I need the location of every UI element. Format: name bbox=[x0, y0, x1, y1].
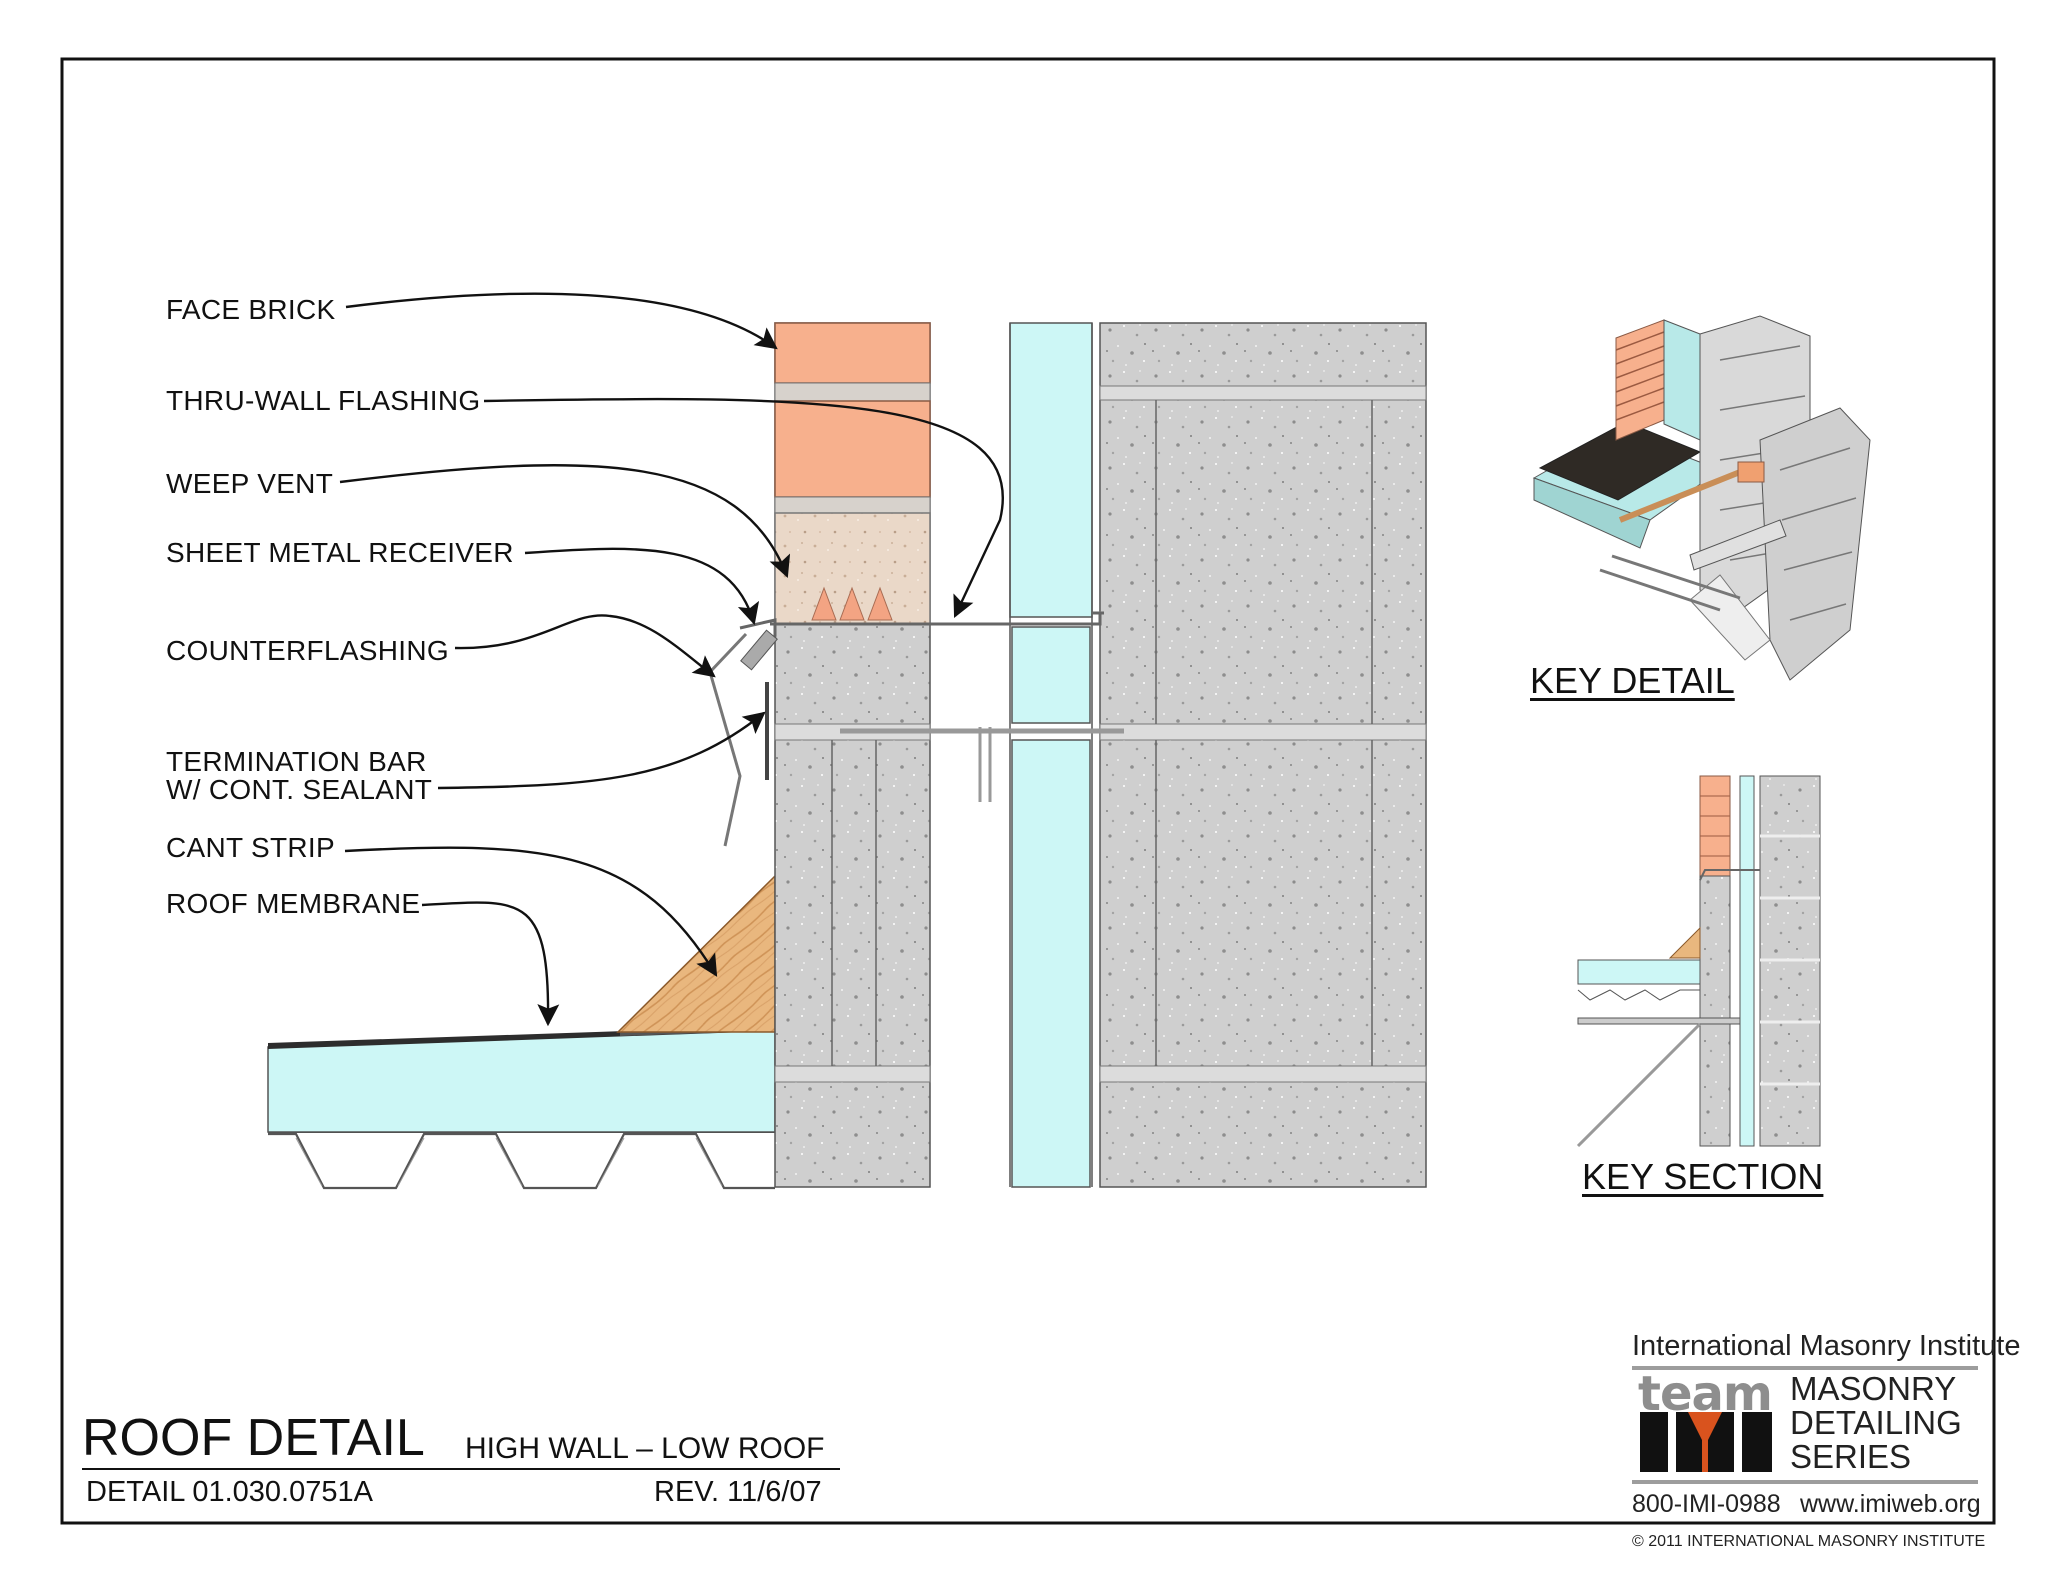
cant-strip bbox=[616, 874, 776, 1033]
label-face-brick: FACE BRICK bbox=[166, 294, 336, 325]
label-roof-membrane: ROOF MEMBRANE bbox=[166, 888, 421, 919]
cavity-insulation-upper bbox=[1009, 322, 1093, 618]
leader-cant-strip bbox=[344, 846, 718, 977]
cavity-insulation-lower bbox=[1011, 739, 1091, 1188]
face-brick-1 bbox=[774, 322, 931, 384]
detail-number: DETAIL 01.030.0751A bbox=[86, 1476, 373, 1508]
counterflashing-metal bbox=[708, 632, 748, 847]
copyright-notice: © 2011 INTERNATIONAL MASONRY INSTITUTE bbox=[1632, 1533, 1986, 1550]
backup-cmu-wall bbox=[1099, 322, 1427, 1188]
label-cant-strip: CANT STRIP bbox=[166, 832, 335, 863]
label-termination-bar-line2: W/ CONT. SEALANT bbox=[166, 774, 433, 805]
sheet-border bbox=[60, 57, 1996, 1525]
key-detail-illustration bbox=[1532, 315, 1871, 681]
series-line-2: DETAILING bbox=[1790, 1404, 1962, 1441]
drawing-subtitle: HIGH WALL – LOW ROOF bbox=[465, 1432, 825, 1465]
key-section-caption: KEY SECTION bbox=[1582, 1156, 1824, 1197]
key-detail-caption: KEY DETAIL bbox=[1530, 660, 1735, 701]
leader-weep-vent bbox=[339, 464, 791, 579]
key-section-illustration bbox=[1576, 775, 1821, 1148]
metal-deck bbox=[268, 1131, 775, 1190]
imi-phone: 800-IMI-0988 bbox=[1632, 1490, 1781, 1518]
imi-org-name: International Masonry Institute bbox=[1632, 1330, 2021, 1362]
leader-termination-bar bbox=[437, 711, 766, 790]
weep-vents bbox=[811, 586, 893, 621]
label-counterflashing: COUNTERFLASHING bbox=[166, 635, 449, 666]
label-thru-wall-flashing: THRU-WALL FLASHING bbox=[166, 385, 481, 416]
main-section bbox=[267, 322, 1427, 1190]
imi-team-word: team bbox=[1638, 1366, 1773, 1422]
leader-counterflashing bbox=[454, 614, 716, 678]
leader-face-brick bbox=[345, 292, 778, 350]
imi-website: www.imiweb.org bbox=[1800, 1490, 1981, 1518]
leader-roof-membrane bbox=[421, 901, 560, 1027]
label-termination-bar: TERMINATION BAR bbox=[166, 746, 427, 777]
revision-date: REV. 11/6/07 bbox=[654, 1476, 822, 1508]
cavity-insulation-mid bbox=[1011, 626, 1091, 724]
face-brick-2 bbox=[774, 400, 931, 498]
series-line-3: SERIES bbox=[1790, 1438, 1912, 1475]
series-line-1: MASONRY bbox=[1790, 1370, 1957, 1407]
label-weep-vent: WEEP VENT bbox=[166, 468, 334, 499]
logo-rule-bottom bbox=[1632, 1480, 1978, 1484]
sheet-metal-receiver bbox=[739, 618, 777, 640]
drawing-title: ROOF DETAIL bbox=[82, 1409, 425, 1467]
label-sheet-metal-receiver: SHEET METAL RECEIVER bbox=[166, 537, 514, 568]
thru-wall-flashing bbox=[770, 611, 1104, 626]
title-rule bbox=[82, 1468, 840, 1470]
leader-sheet-metal-receiver bbox=[524, 547, 760, 626]
logo-rule-top bbox=[1632, 1366, 1978, 1370]
leader-thru-wall-flashing bbox=[483, 397, 1004, 618]
imi-logo-mark bbox=[1640, 1412, 1772, 1472]
